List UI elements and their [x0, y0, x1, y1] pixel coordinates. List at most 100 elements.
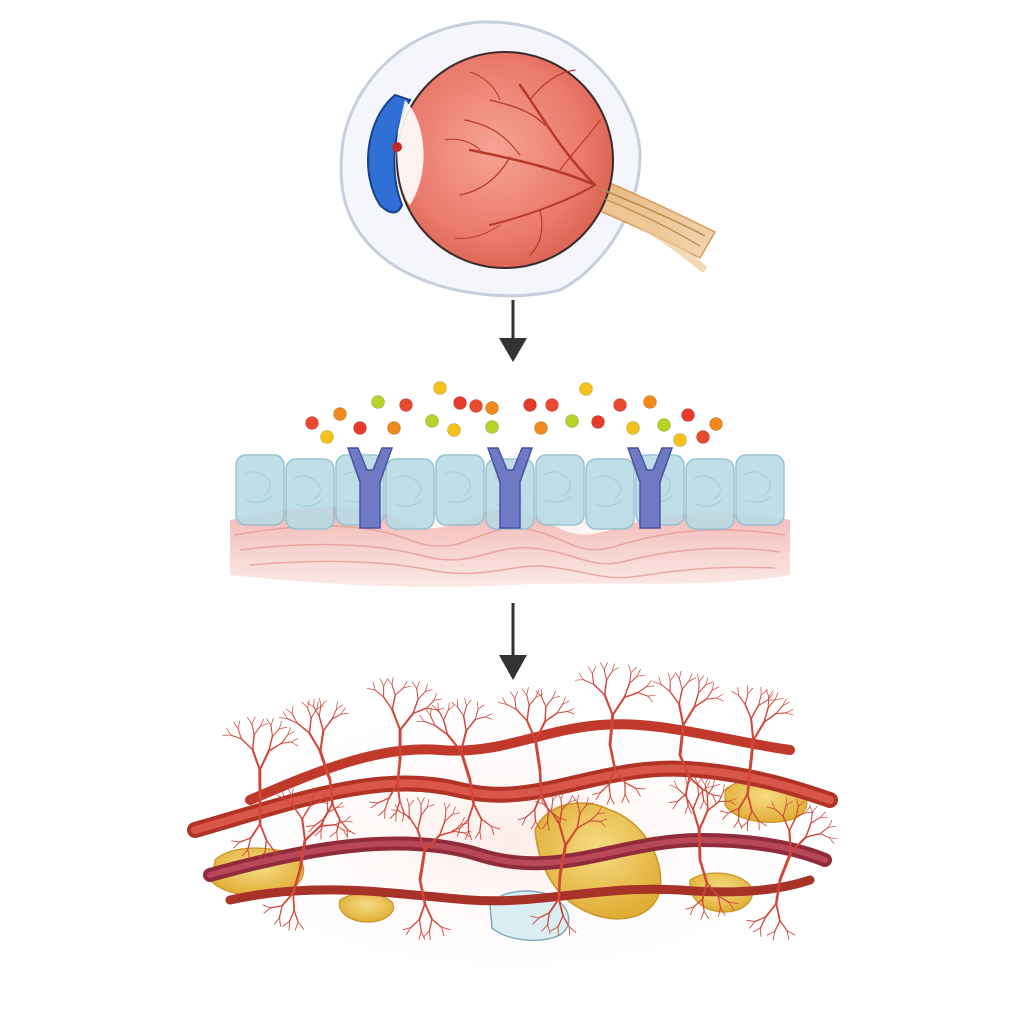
- capillary: [599, 783, 610, 794]
- capillary: [608, 743, 617, 770]
- capillary: [423, 902, 433, 921]
- capillary: [463, 832, 471, 838]
- capillary: [551, 792, 554, 802]
- signal-particle: [565, 414, 579, 428]
- signal-particle: [320, 430, 334, 444]
- capillary: [247, 837, 252, 851]
- capillary: [568, 795, 573, 803]
- capillary: [444, 813, 454, 822]
- capillary: [566, 711, 575, 715]
- capillary: [538, 912, 550, 919]
- capillary: [542, 803, 552, 813]
- capillary: [637, 692, 649, 697]
- capillary: [271, 728, 281, 737]
- capillary: [452, 812, 461, 815]
- receptor-proteins: [346, 447, 674, 529]
- capillary: [318, 705, 322, 717]
- capillary: [749, 921, 756, 929]
- capillary: [556, 710, 568, 714]
- capillary: [544, 705, 547, 723]
- capillary: [578, 672, 584, 681]
- capillary: [748, 738, 755, 772]
- capillary: [419, 715, 425, 722]
- down-arrow-2: [499, 603, 527, 680]
- capillary: [546, 809, 549, 823]
- capillary: [676, 787, 687, 797]
- capillary: [447, 702, 450, 711]
- capillary: [647, 695, 653, 702]
- membrane-cell-texture: [393, 475, 423, 507]
- capillary: [678, 702, 685, 727]
- capillary: [428, 918, 433, 932]
- capillary: [747, 687, 754, 695]
- capillary: [530, 915, 540, 919]
- capillary: [322, 718, 333, 732]
- capillary: [466, 699, 472, 707]
- capillary: [291, 713, 298, 724]
- capillary: [309, 801, 321, 807]
- capillary: [703, 910, 710, 920]
- capillary: [526, 687, 529, 696]
- capillary: [266, 718, 272, 726]
- signal-particle: [613, 398, 627, 412]
- capillary: [280, 734, 289, 744]
- capillary: [534, 720, 547, 742]
- capillary: [418, 848, 427, 882]
- capillary: [290, 795, 294, 807]
- capillary: [472, 802, 483, 821]
- capillary: [819, 811, 826, 818]
- capillary: [418, 930, 422, 940]
- capillary: [382, 696, 394, 711]
- capillary: [283, 711, 288, 719]
- capillary: [319, 697, 322, 707]
- capillary: [697, 783, 700, 796]
- capillary: [287, 731, 295, 736]
- capillary: [517, 816, 527, 821]
- capillary: [445, 803, 451, 811]
- capillary: [678, 753, 691, 779]
- capillary: [700, 910, 705, 920]
- capillary: [686, 778, 693, 786]
- membrane-cell-texture: [593, 475, 623, 507]
- capillary: [744, 693, 749, 705]
- membrane-cell-texture: [693, 475, 723, 507]
- capillary: [771, 801, 776, 810]
- capillary: [829, 837, 838, 840]
- capillary: [408, 799, 415, 807]
- capillary: [463, 705, 468, 717]
- capillary: [301, 817, 307, 842]
- capillary: [785, 708, 794, 714]
- capillary: [720, 907, 726, 916]
- capillary: [767, 696, 770, 709]
- capillary: [444, 802, 447, 811]
- capillary: [692, 898, 704, 908]
- capillary: [273, 917, 280, 925]
- capillary: [687, 805, 692, 814]
- membrane-cell: [735, 454, 785, 526]
- capillary: [607, 767, 616, 786]
- capillary: [424, 683, 428, 692]
- capillary: [474, 708, 479, 721]
- capillary: [468, 831, 473, 841]
- capillary: [286, 717, 298, 724]
- membrane-cell-texture: [543, 471, 573, 503]
- capillary: [684, 805, 689, 814]
- capillary: [340, 707, 346, 715]
- capillary: [716, 693, 724, 699]
- capillary: [568, 926, 571, 936]
- capillary: [408, 816, 419, 831]
- capillary: [525, 808, 536, 819]
- capillary: [391, 684, 396, 696]
- capillary: [624, 781, 637, 790]
- capillary: [705, 882, 720, 897]
- capillary: [336, 801, 343, 808]
- capillary: [722, 812, 729, 820]
- blood-vessel-network-illustration: [182, 662, 842, 990]
- capillary: [402, 685, 411, 689]
- capillary: [460, 816, 465, 825]
- signal-particle: [453, 396, 467, 410]
- signal-particle: [399, 398, 413, 412]
- capillary: [331, 708, 337, 720]
- capillary: [738, 694, 746, 705]
- capillary: [685, 906, 695, 910]
